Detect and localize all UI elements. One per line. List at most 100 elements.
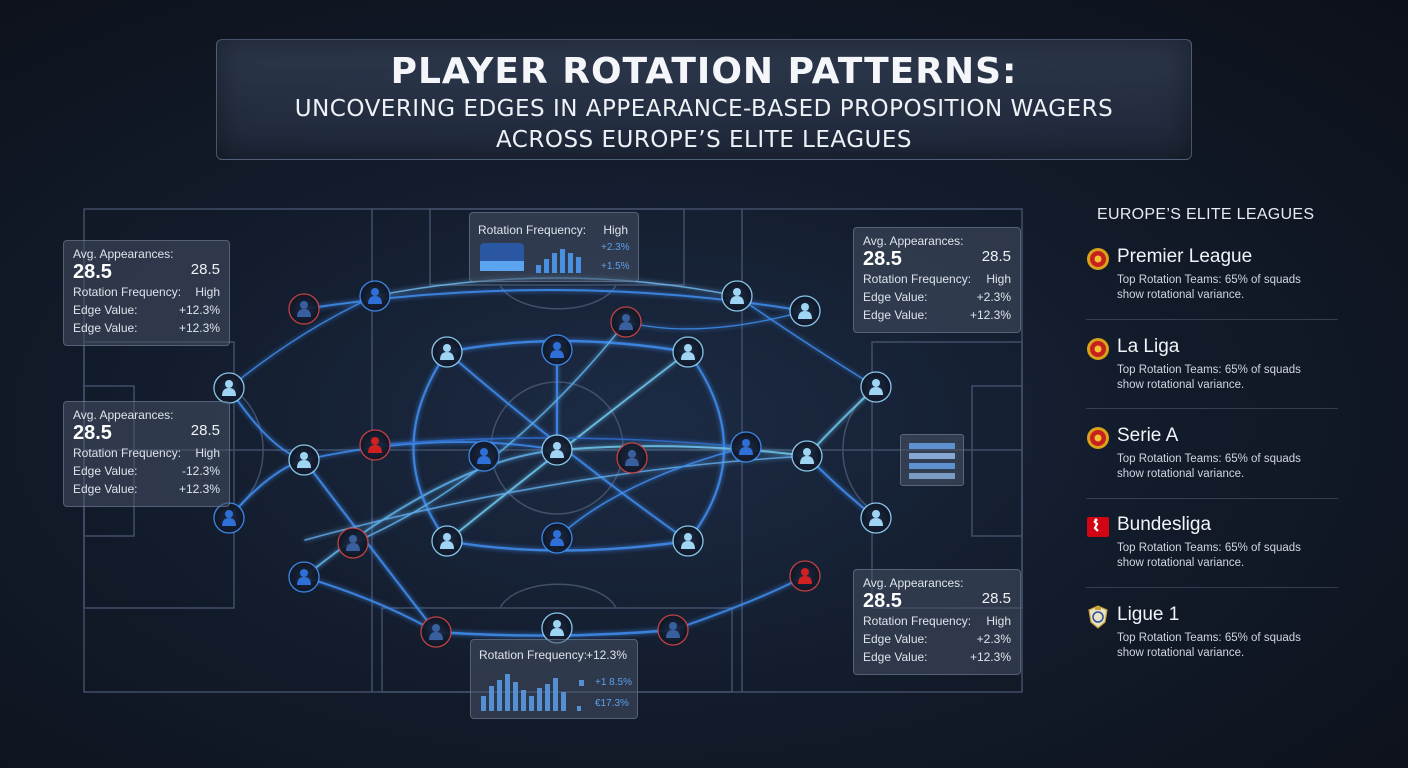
league-desc-line: show rotational variance. bbox=[1117, 468, 1245, 480]
edge-value: +2.3% bbox=[976, 632, 1011, 646]
title-panel: PLAYER ROTATION PATTERNS: UNCOVERING EDG… bbox=[216, 39, 1192, 160]
player-node bbox=[672, 336, 704, 368]
player-node bbox=[789, 295, 821, 327]
player-icon bbox=[480, 448, 488, 456]
player-icon bbox=[801, 568, 809, 576]
player-icon-body bbox=[798, 576, 812, 584]
edge-label: Edge Value: bbox=[73, 464, 138, 478]
rotation-link bbox=[304, 455, 808, 541]
freq-value: High bbox=[986, 614, 1011, 628]
freq-label: Rotation Frequency: bbox=[73, 285, 182, 299]
player-icon bbox=[733, 288, 741, 296]
player-node bbox=[288, 561, 320, 593]
player-node bbox=[791, 440, 823, 472]
freq-label: Rotation Frequency: bbox=[73, 446, 182, 460]
player-icon bbox=[432, 624, 440, 632]
avg-value: 28.5 bbox=[863, 248, 902, 270]
divider bbox=[1086, 319, 1338, 320]
avg-value-secondary: 28.5 bbox=[981, 248, 1011, 265]
player-icon bbox=[628, 450, 636, 458]
player-icon-body bbox=[800, 456, 814, 464]
edge-label: Edge Value: bbox=[863, 632, 928, 646]
player-icon bbox=[553, 530, 561, 538]
freq-value: High bbox=[195, 285, 220, 299]
player-node bbox=[541, 334, 573, 366]
player-icon bbox=[801, 303, 809, 311]
player-icon bbox=[553, 342, 561, 350]
league-name: Premier League bbox=[1117, 246, 1253, 267]
freq-value: +12.3% bbox=[585, 648, 627, 662]
player-icon-body bbox=[681, 352, 695, 360]
divider bbox=[1086, 408, 1338, 409]
player-icon-body bbox=[739, 447, 753, 455]
league-desc-line: show rotational variance. bbox=[1117, 379, 1245, 391]
league-name: Serie A bbox=[1117, 425, 1179, 446]
league-item-premier-league: Premier League Top Rotation Teams: 65% o… bbox=[1086, 246, 1338, 306]
player-icon-body bbox=[346, 543, 360, 551]
player-node bbox=[288, 444, 320, 476]
league-desc-line: Top Rotation Teams: 65% of squads bbox=[1117, 632, 1301, 644]
mini-bar-chart-icon bbox=[480, 243, 581, 273]
sidebar-title: EUROPE’S ELITE LEAGUES bbox=[1097, 206, 1315, 223]
freq-label: Rotation Frequency: bbox=[479, 648, 588, 662]
freq-stat: +2.3% bbox=[601, 242, 630, 253]
player-icon-body bbox=[869, 387, 883, 395]
player-node bbox=[431, 525, 463, 557]
player-icon-body bbox=[550, 450, 564, 458]
league-item-la-liga: La Liga Top Rotation Teams: 65% of squad… bbox=[1086, 336, 1338, 396]
player-icon bbox=[349, 535, 357, 543]
freq-value: High bbox=[603, 223, 628, 237]
player-icon bbox=[300, 452, 308, 460]
avg-label: Avg. Appearances: bbox=[73, 247, 174, 261]
rotation-link bbox=[672, 575, 806, 631]
player-node bbox=[657, 614, 689, 646]
player-icon bbox=[371, 437, 379, 445]
player-node bbox=[789, 560, 821, 592]
player-node bbox=[541, 434, 573, 466]
player-node bbox=[213, 372, 245, 404]
league-item-bundesliga: Bundesliga Top Rotation Teams: 65% of sq… bbox=[1086, 514, 1338, 574]
player-icon-body bbox=[440, 352, 454, 360]
edge-label: Edge Value: bbox=[73, 303, 138, 317]
league-desc-line: show rotational variance. bbox=[1117, 289, 1245, 301]
freq-value: High bbox=[986, 272, 1011, 286]
player-node bbox=[337, 527, 369, 559]
player-icon bbox=[553, 442, 561, 450]
crest-icon bbox=[1087, 338, 1109, 360]
edge-value: +12.3% bbox=[969, 650, 1011, 664]
league-name: Ligue 1 bbox=[1117, 604, 1180, 625]
rotation-frequency-card-top: Rotation Frequency: High +2.3% +1.5% bbox=[469, 212, 639, 282]
edge-label: Edge Value: bbox=[863, 308, 928, 322]
player-icon-body bbox=[429, 632, 443, 640]
shield-crest-icon bbox=[1088, 605, 1108, 629]
player-icon-body bbox=[222, 518, 236, 526]
player-icon-body bbox=[625, 458, 639, 466]
page-subtitle-line-2: ACROSS EUROPE’S ELITE LEAGUES bbox=[495, 127, 913, 153]
edge-value: +12.3% bbox=[178, 482, 220, 496]
player-icon-body bbox=[477, 456, 491, 464]
avg-value-secondary: 28.5 bbox=[981, 590, 1011, 607]
player-icon bbox=[803, 448, 811, 456]
player-icon-body bbox=[297, 460, 311, 468]
freq-label: Rotation Frequency: bbox=[863, 272, 972, 286]
player-icon bbox=[225, 510, 233, 518]
rotation-link bbox=[303, 441, 558, 461]
player-icon-body bbox=[222, 388, 236, 396]
freq-stat: +1.5% bbox=[601, 261, 630, 272]
player-icon bbox=[443, 533, 451, 541]
player-icon bbox=[553, 620, 561, 628]
league-item-serie-a: Serie A Top Rotation Teams: 65% of squad… bbox=[1086, 425, 1338, 485]
edge-value: +12.3% bbox=[178, 321, 220, 335]
player-node bbox=[730, 431, 762, 463]
league-name: La Liga bbox=[1117, 336, 1180, 357]
player-node bbox=[616, 442, 648, 474]
player-icon-body bbox=[368, 296, 382, 304]
player-node bbox=[359, 280, 391, 312]
freq-value: High bbox=[195, 446, 220, 460]
